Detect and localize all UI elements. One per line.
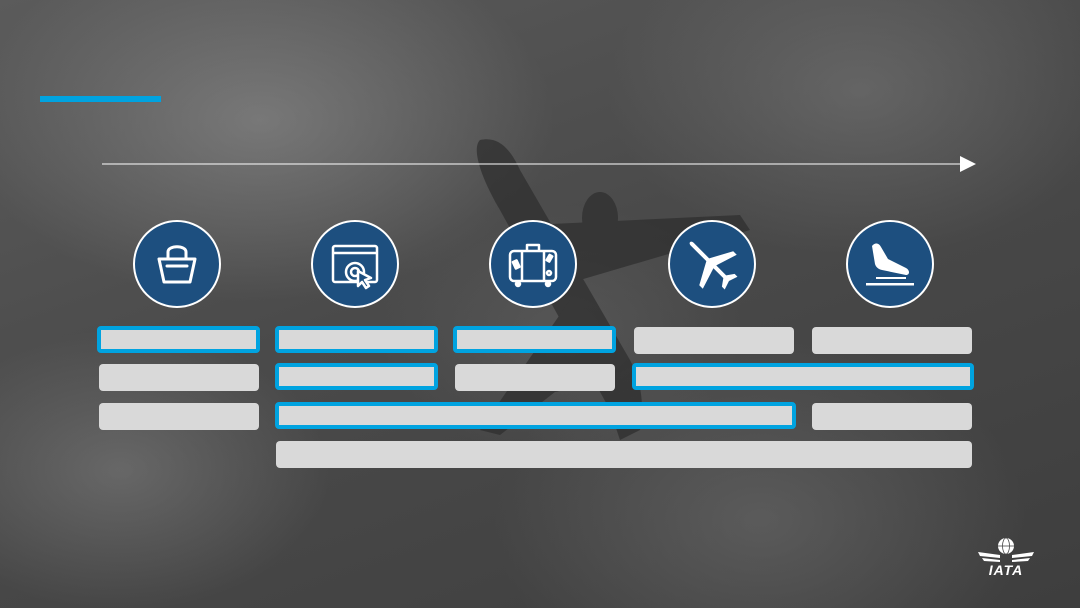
bar-row4-col2-col5	[276, 441, 972, 468]
timeline-arrow	[102, 156, 976, 172]
shopping-basket-icon	[133, 220, 221, 308]
airplane-icon	[668, 220, 756, 308]
bar-row1-col4	[634, 327, 794, 354]
title-accent-bar	[40, 96, 161, 102]
online-booking-icon	[311, 220, 399, 308]
bar-row1-col3	[453, 326, 616, 353]
bar-row1-col1	[97, 326, 260, 353]
iata-logo-icon	[978, 537, 1034, 562]
bar-row2-col4-col5	[632, 363, 974, 390]
bar-row2-col2	[275, 363, 438, 390]
arrival-landing-icon	[846, 220, 934, 308]
bar-row3-col2-col4	[275, 402, 796, 429]
bar-row3-col5	[812, 403, 972, 430]
bar-row3-col1	[99, 403, 259, 430]
iata-logo-text: IATA	[988, 562, 1024, 578]
bar-row1-col5	[812, 327, 972, 354]
bar-row2-col3	[455, 364, 615, 391]
baggage-icon	[489, 220, 577, 308]
bar-row2-col1	[99, 364, 259, 391]
bar-row1-col2	[275, 326, 438, 353]
